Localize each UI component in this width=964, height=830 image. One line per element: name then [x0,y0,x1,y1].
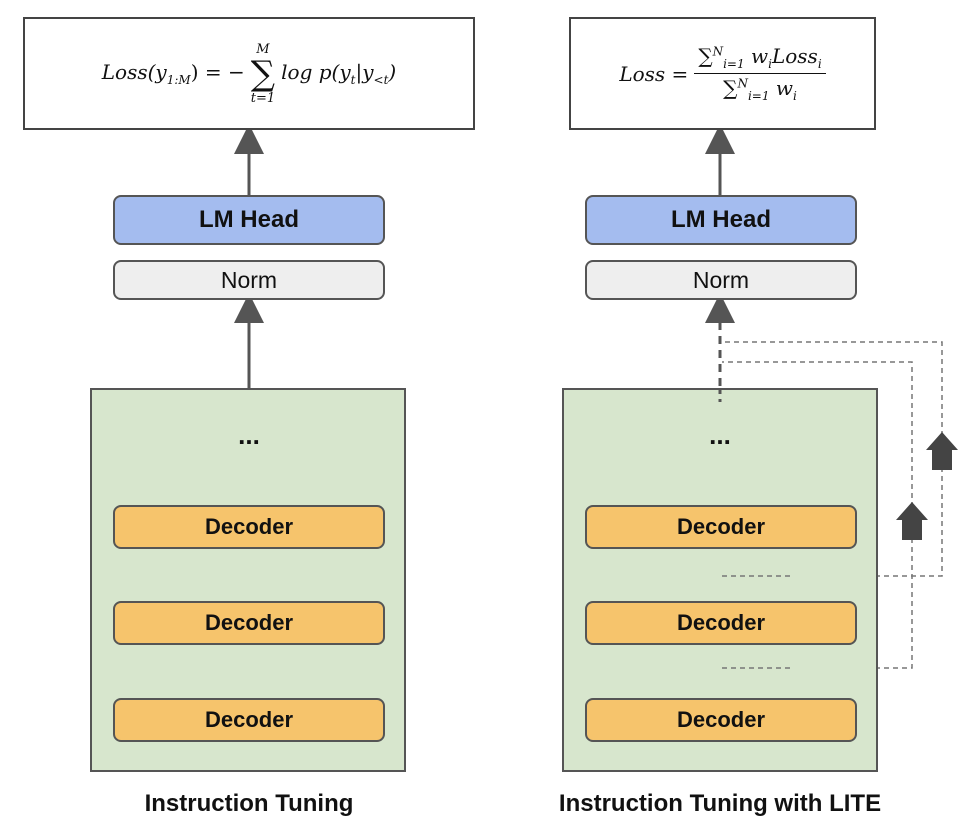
lm-head-right: LM Head [585,195,857,245]
decoder-layer-top-left: Decoder [113,505,385,549]
den-sum-sup: N [737,76,748,91]
num-sum-sub: i=1 [723,57,745,71]
den-sum-sub: i=1 [747,89,770,103]
formula-left-rhs-mid: |y [355,60,374,84]
block-arrow-inner-icon [896,502,928,540]
num-term2: Loss [771,44,818,68]
formula-left-rhs: log p(yt|y<t) [281,60,396,87]
sum-symbol-left: ∑ [250,53,276,94]
sum-upper-left: M [256,41,270,57]
formula-left-rhs-end: ) [388,60,397,84]
formula-left-lhs-sub: 1:M [166,73,191,87]
lm-head-left: LM Head [113,195,385,245]
formula-left-sum: M ∑ t=1 [251,42,275,106]
norm-right: Norm [585,260,857,300]
decoder-layer-top-right: Decoder [585,505,857,549]
ellipsis-right: ... [709,420,731,450]
formula-left-lhs: Loss(y1:M) = − [102,60,245,87]
formula-left-rhs-sub: t [350,73,356,87]
num-term: w [750,44,769,68]
num-sum-sup: N [712,44,724,59]
formula-left-rhs-sub2: <t [373,73,389,87]
den-term-sub: i [792,89,797,103]
decoder-layer-bottom-right: Decoder [585,698,857,742]
norm-left: Norm [113,260,385,300]
formula-left-rhs-text: log p(y [281,60,351,84]
formula-left-eq: ) = − [190,60,245,84]
num-term2-sub: i [817,57,822,71]
block-arrow-outer-icon [926,432,958,470]
formula-right-denominator: ∑Ni=1 wi [723,74,797,103]
decoder-layer-bottom-left: Decoder [113,698,385,742]
loss-formula-left: Loss(y1:M) = − M ∑ t=1 log p(yt|y<t) [23,17,475,130]
num-sum-symbol: ∑ [698,44,713,68]
formula-left-lhs-text: Loss(y [101,60,167,84]
decoder-layer-middle-right: Decoder [585,601,857,645]
den-sum-symbol: ∑ [723,76,738,100]
caption-right: Instruction Tuning with LITE [558,790,882,817]
num-term-sub: i [768,57,772,71]
sum-lower-left: t=1 [250,90,276,106]
decoder-layer-middle-left: Decoder [113,601,385,645]
den-term: w [775,76,793,100]
caption-left: Instruction Tuning [144,790,354,817]
formula-right-numerator: ∑Ni=1 wiLossi [694,44,826,74]
loss-formula-right: Loss = ∑Ni=1 wiLossi ∑Ni=1 wi [569,17,876,130]
ellipsis-left: ... [238,420,260,450]
formula-right-lhs: Loss = [619,61,689,86]
formula-right-fraction: ∑Ni=1 wiLossi ∑Ni=1 wi [694,44,826,103]
